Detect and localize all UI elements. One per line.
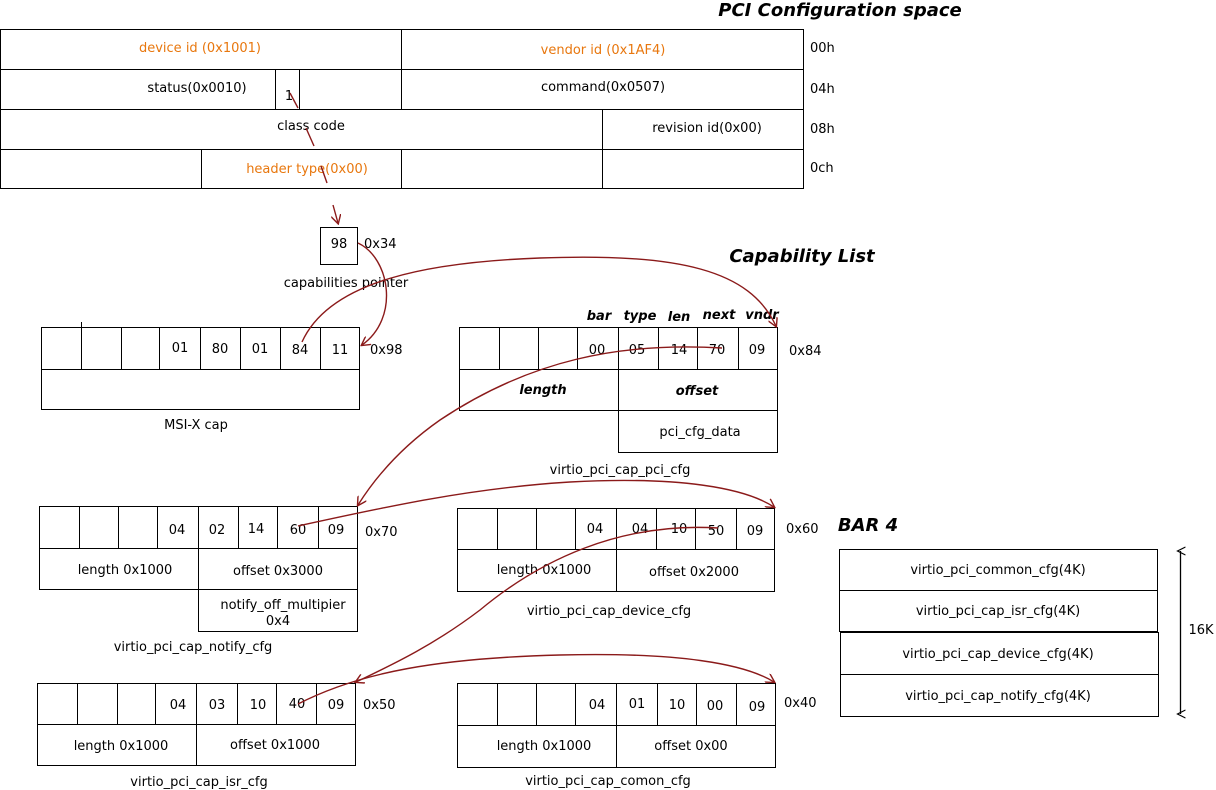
pci-cfg-data: pci_cfg_data [659,425,740,440]
header-next: next [703,308,736,323]
bar4-device-cfg: virtio_pci_cap_device_cfg(4K) [902,647,1093,662]
isr-cfg-cap-box [37,683,356,766]
common-cfg-cap-box [457,683,776,768]
isr-byte-next: 40 [289,697,306,712]
common-length: length 0x1000 [497,739,592,754]
msix-byte-id: 11 [332,343,349,358]
status-bit: 1 [285,89,293,104]
isr-length: length 0x1000 [74,739,169,754]
header-type-col: type [624,309,657,324]
header-len: len [668,310,691,325]
notify-byte-type: 02 [209,523,226,538]
device-id: device id (0x1001) [139,41,261,56]
common-offset: 0x40 [784,696,817,711]
common-byte-bar: 04 [589,698,606,713]
isr-byte-vndr: 09 [328,698,345,713]
msix-cap-box [41,322,360,410]
device-length: length 0x1000 [497,563,592,578]
pci-cfg-offset: 0x84 [789,344,822,359]
vendor-id: vendor id (0x1AF4) [541,43,666,58]
pci-cfg-byte-type: 05 [629,343,646,358]
status-field: status(0x0010) [147,81,246,96]
msix-byte-next: 84 [292,343,309,358]
isr-to-common-arrow [297,653,774,705]
isr-offset: 0x50 [363,698,396,713]
pci-cfg-length: length [519,383,566,398]
bar4-title: BAR 4 [838,515,898,536]
pci-cfg-byte-len: 14 [671,343,688,358]
msix-byte-2: 80 [212,342,229,357]
msix-byte-cap-id: 01 [172,341,189,356]
offset-04h: 04h [810,82,835,97]
notify-byte-bar: 04 [169,523,186,538]
isr-offset-field: offset 0x1000 [230,738,320,753]
capability-list-title: Capability List [729,246,876,267]
device-byte-vndr: 09 [747,524,764,539]
header-vndr: vndr [745,308,780,323]
notify-multiplier: notify_off_multipier [220,598,346,613]
bar4-common-cfg: virtio_pci_common_cfg(4K) [910,563,1085,578]
common-byte-len: 10 [669,698,686,713]
header-type: header type(0x00) [246,162,368,177]
device-offset-field: offset 0x2000 [649,565,739,580]
cap-pointer-value: 98 [331,237,348,252]
isr-label: virtio_pci_cap_isr_cfg [130,775,267,790]
notify-offset: 0x70 [365,525,398,540]
common-byte-next: 00 [707,699,724,714]
cap-pointer-box [320,227,358,265]
msix-to-pci-cfg-arrow [301,256,776,343]
common-offset-field: offset 0x00 [654,739,727,754]
cap-pointer-label: capabilities pointer [284,276,409,291]
pci-cfg-byte-next: 70 [709,343,726,358]
common-byte-vndr: 09 [749,700,766,715]
cap-pointer-to-msix-arrow [357,242,388,345]
pci-cfg-to-notify-arrow [358,346,723,505]
offset-0ch: 0ch [810,161,834,176]
command-field: command(0x0507) [541,80,665,95]
offset-08h: 08h [810,122,835,137]
isr-byte-type: 03 [209,698,226,713]
device-cfg-cap-box [457,508,775,592]
notify-label: virtio_pci_cap_notify_cfg [114,640,273,655]
device-offset: 0x60 [786,522,819,537]
bar4-size: 16K [1188,623,1214,638]
notify-length: length 0x1000 [78,563,173,578]
notify-byte-next: 60 [290,523,307,538]
msix-offset: 0x98 [370,343,403,358]
device-byte-type: 04 [632,522,649,537]
notify-cfg-cap-box [39,506,358,632]
msix-byte-3: 01 [252,342,269,357]
cap-pointer-offset: 0x34 [364,237,397,252]
device-to-isr-arrow [356,526,719,682]
msix-label: MSI-X cap [164,418,228,433]
pci-cfg-cap-box [459,327,778,453]
isr-byte-bar: 04 [170,698,187,713]
revision-id: revision id(0x00) [652,121,762,136]
common-label: virtio_pci_cap_comon_cfg [525,774,691,789]
device-byte-len: 10 [671,522,688,537]
pci-cfg-offset-field: offset [676,384,719,399]
common-byte-type: 01 [629,697,646,712]
header-bar: bar [587,309,613,324]
notify-byte-vndr: 09 [328,523,345,538]
status-to-cap-pointer-arrow [289,92,338,223]
notify-byte-len: 14 [248,522,265,537]
bar4-notify-cfg: virtio_pci_cap_notify_cfg(4K) [905,689,1091,704]
device-byte-next: 50 [708,524,725,539]
class-code: class code [277,119,345,134]
notify-to-device-arrow [297,479,774,527]
pci-cfg-label: virtio_pci_cap_pci_cfg [550,463,691,478]
pci-cfg-byte-vndr: 09 [749,343,766,358]
device-byte-bar: 04 [587,522,604,537]
isr-byte-len: 10 [250,698,267,713]
bar4-table [839,549,1159,717]
notify-offset-field: offset 0x3000 [233,564,323,579]
offset-00h: 00h [810,41,835,56]
pci-config-title: PCI Configuration space [718,0,962,21]
bar4-isr-cfg: virtio_pci_cap_isr_cfg(4K) [916,604,1080,619]
notify-multiplier-value: 0x4 [266,614,290,629]
device-label: virtio_pci_cap_device_cfg [527,604,691,619]
pci-config-table [0,29,804,189]
